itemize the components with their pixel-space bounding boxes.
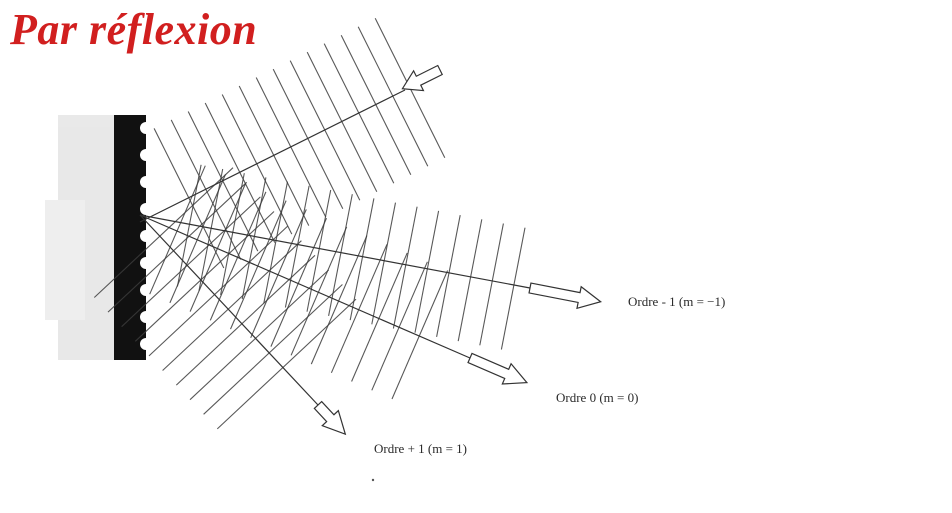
diffracted-wavefront	[392, 206, 418, 329]
grating-groove	[140, 311, 152, 323]
diffracted-wavefront	[175, 254, 316, 386]
grating-groove	[140, 338, 152, 350]
diffracted-wavefront	[220, 173, 245, 296]
diffracted-wavefront	[250, 209, 307, 339]
label-order-plus1: Ordre + 1 (m = 1)	[374, 441, 467, 456]
diffracted-wavefront	[414, 210, 440, 333]
diffracted-wavefront	[189, 182, 247, 312]
grating-groove	[140, 257, 152, 269]
grating-groove	[140, 230, 152, 242]
diffracted-wavefront	[93, 167, 234, 298]
diffracted-wavefront	[371, 202, 397, 325]
ray-order-minus1	[139, 214, 531, 289]
rays	[139, 89, 531, 406]
diffracted-wavefront	[189, 269, 330, 401]
diffracted-wavefront	[371, 261, 428, 391]
grating-groove	[140, 203, 152, 215]
diffracted-wavefront	[241, 177, 267, 300]
diffracted-wavefront	[229, 200, 287, 330]
page-title: Par réflexion	[10, 5, 258, 54]
label-order-minus1: Ordre - 1 (m = −1)	[628, 294, 725, 309]
arrow-order-minus1	[528, 282, 602, 310]
diffracted-wavefront	[290, 226, 348, 356]
diffracted-wavefront	[351, 252, 408, 382]
diffracted-wavefront	[169, 174, 227, 304]
diffracted-wavefront	[263, 181, 289, 304]
arrow-order-zero	[467, 352, 529, 385]
grating-groove	[140, 122, 152, 134]
diffracted-wavefront	[148, 225, 289, 357]
diffracted-wavefront	[216, 298, 357, 430]
diffracted-wavefront	[479, 223, 504, 346]
diffracted-wavefront	[270, 217, 328, 347]
diffracted-wavefront	[391, 270, 449, 400]
grating-groove	[140, 284, 152, 296]
diffracted-wavefront	[134, 211, 275, 342]
incident-ray	[139, 89, 406, 223]
grating-groove	[140, 149, 152, 161]
diffracted-wavefront	[330, 244, 388, 374]
diffracted-wavefront	[149, 165, 206, 295]
stray-dot	[371, 478, 375, 482]
diffracted-wavefront	[349, 198, 375, 321]
grating-shadow	[45, 115, 118, 360]
diffracted-wavefront	[436, 214, 461, 338]
diffracted-wavefront	[284, 185, 310, 308]
diffracted-wavefront	[457, 219, 483, 342]
diffracted-wavefront	[310, 235, 368, 365]
incident-arrow	[401, 64, 444, 92]
ray-order-zero	[139, 214, 471, 359]
arrow-order-plus1	[313, 400, 347, 436]
diffracted-wavefront	[328, 194, 353, 317]
diffracted-wavefront	[500, 227, 526, 350]
diffracted-wavefronts	[93, 164, 526, 430]
diffracted-wavefront	[306, 189, 332, 312]
reflection-grating	[114, 115, 152, 360]
diffracted-wavefront	[107, 181, 248, 313]
diffracted-wavefront	[209, 191, 267, 321]
arrows	[313, 64, 602, 436]
grating-groove	[140, 176, 152, 188]
ray-order-plus1	[139, 214, 319, 406]
diffracted-wavefront	[121, 196, 261, 328]
diffracted-wavefront	[203, 284, 343, 415]
diffracted-wavefront	[162, 240, 302, 371]
label-order-zero: Ordre 0 (m = 0)	[556, 390, 638, 405]
